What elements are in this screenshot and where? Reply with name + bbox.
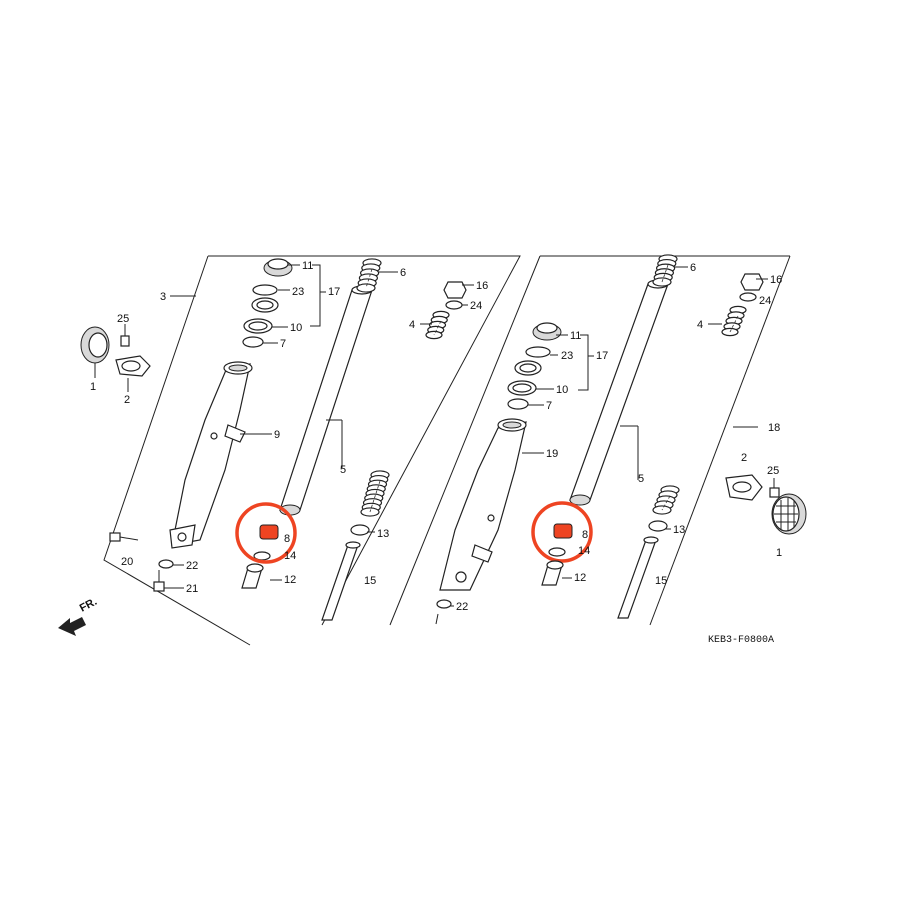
diagram-code: KEB3-F0800A	[708, 635, 774, 646]
callout-left-11: 11	[302, 260, 313, 272]
front-label: FR.	[78, 596, 99, 615]
right-inner-tube	[569, 279, 669, 506]
left-bracket-part	[115, 355, 151, 392]
left-collar-12	[241, 563, 264, 589]
callout-right-7: 7	[546, 400, 552, 412]
right-spring-low	[652, 485, 680, 515]
callout-right-12: 12	[574, 572, 586, 584]
front-arrow: FR.	[58, 596, 99, 636]
right-spring-4	[721, 305, 747, 337]
right-bushing-8	[531, 501, 593, 563]
callout-left-1: 1	[90, 381, 96, 393]
left-washer-22	[158, 559, 174, 569]
left-bolt-16	[443, 281, 467, 310]
right-reflector-part	[771, 493, 807, 535]
callout-left-3: 3	[160, 291, 166, 303]
callout-left-25: 25	[117, 313, 129, 325]
callout-right-18: 18	[768, 422, 780, 434]
callout-left-13: 13	[377, 528, 389, 540]
right-collar-12	[541, 560, 564, 586]
callout-left-14: 14	[284, 550, 296, 562]
callout-left-8: 8	[284, 533, 290, 545]
callout-left-9: 9	[274, 429, 280, 441]
left-fork-assembly	[80, 255, 521, 646]
callout-left-16: 16	[476, 280, 488, 292]
callout-right-22: 22	[456, 601, 468, 613]
right-spring-6	[652, 254, 678, 287]
left-bolt-20	[109, 532, 139, 542]
callout-left-2: 2	[124, 394, 130, 406]
callout-right-11: 11	[570, 330, 581, 342]
callout-left-10: 10	[290, 322, 302, 334]
callout-right-13: 13	[673, 524, 685, 536]
right-washer-22	[435, 599, 452, 625]
right-seal-stack	[507, 322, 562, 410]
left-damper-rod	[321, 524, 370, 621]
left-reflector-part	[80, 326, 110, 378]
callout-right-16: 16	[770, 274, 782, 286]
callout-left-23: 23	[292, 286, 304, 298]
callout-left-6: 6	[400, 267, 406, 279]
leader-lines	[164, 264, 768, 607]
callout-right-5: 5	[638, 473, 644, 485]
callout-right-17: 17	[596, 350, 608, 362]
callout-right-10: 10	[556, 384, 568, 396]
right-fork-slider	[439, 418, 527, 591]
callout-right-25: 25	[767, 465, 779, 477]
right-bracket-part	[725, 474, 763, 501]
callout-left-24: 24	[470, 300, 482, 312]
callout-right-6: 6	[690, 262, 696, 274]
callout-left-17: 17	[328, 286, 340, 298]
callout-right-8: 8	[582, 529, 588, 541]
left-bolt-21	[153, 570, 165, 592]
left-spring-6	[356, 258, 382, 293]
callout-left-7: 7	[280, 338, 286, 350]
left-frame-line	[208, 255, 521, 626]
callout-right-1: 1	[776, 547, 782, 559]
left-fork-slider	[169, 361, 253, 549]
callout-left-12: 12	[284, 574, 296, 586]
right-bolt-16	[739, 273, 764, 302]
left-spring-4	[425, 310, 450, 340]
callout-left-20: 20	[121, 556, 133, 568]
right-bolt-25	[769, 478, 780, 498]
callout-left-15: 15	[364, 575, 376, 587]
callout-left-4: 4	[409, 319, 415, 331]
callout-right-15: 15	[655, 575, 667, 587]
left-spring-low	[360, 470, 390, 517]
left-frame-outer	[103, 255, 251, 646]
left-seal-stack	[242, 258, 293, 348]
callout-right-24: 24	[759, 295, 771, 307]
left-bushing-8	[235, 502, 297, 564]
callout-left-21: 21	[186, 583, 198, 595]
callout-right-14: 14	[578, 545, 590, 557]
callout-right-2: 2	[741, 452, 747, 464]
callout-right-4: 4	[697, 319, 703, 331]
right-fork-assembly	[389, 254, 807, 626]
callout-right-23: 23	[561, 350, 573, 362]
callout-left-22: 22	[186, 560, 198, 572]
callout-right-19: 19	[546, 448, 558, 460]
left-inner-tube	[279, 285, 373, 516]
left-bolt-25	[120, 324, 130, 347]
right-damper-rod	[617, 520, 668, 619]
callout-left-5: 5	[340, 464, 346, 476]
